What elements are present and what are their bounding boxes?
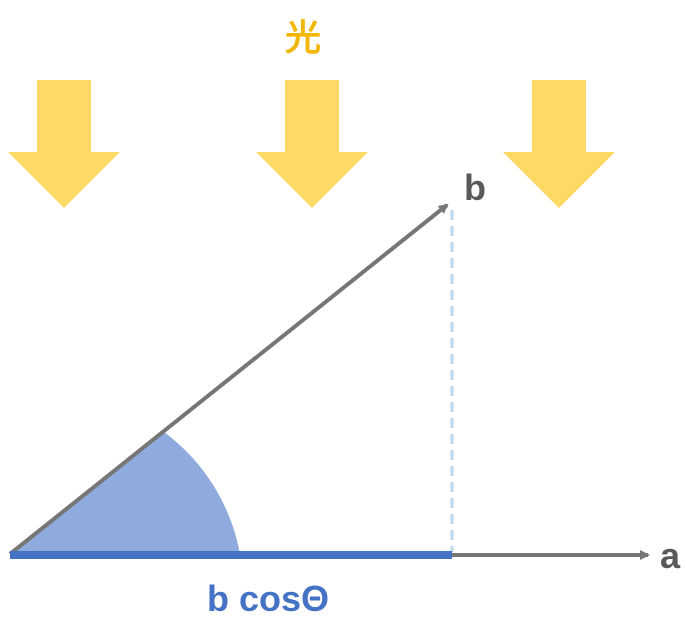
light-label: 光 [285,18,321,59]
projection-label: b cosΘ [207,578,329,618]
vector-a-label: a [660,535,681,576]
light-arrow-right [503,80,615,208]
light-arrow-middle [256,80,368,208]
angle-theta-sector [10,432,240,554]
vector-b-arrow [8,203,449,556]
light-arrow-left [8,80,120,208]
vector-b-label: b [464,167,486,208]
